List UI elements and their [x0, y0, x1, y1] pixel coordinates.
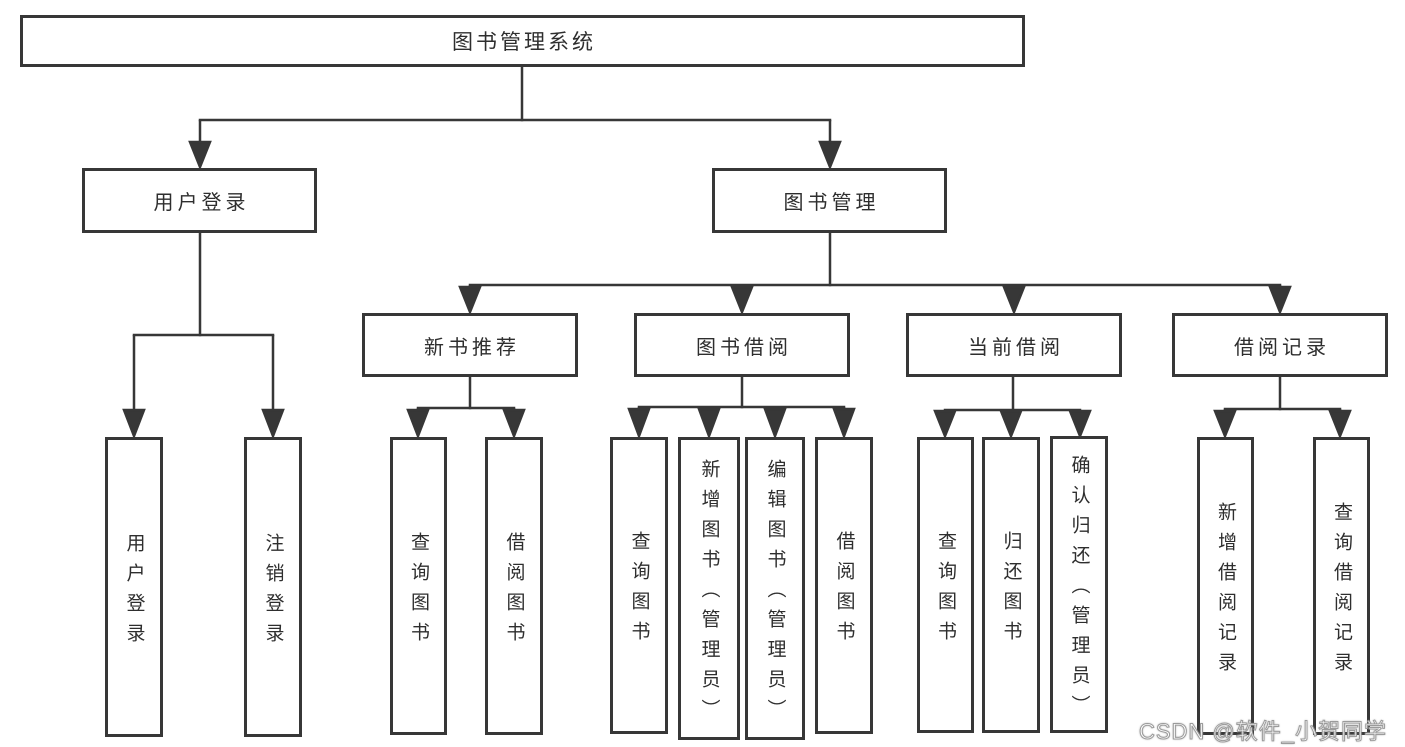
node-user-login-label: 用户登录 [153, 192, 250, 214]
leaf-logout-login-label: 注销登录 [262, 532, 284, 653]
node-book-borrowing-label: 图书借阅 [696, 336, 792, 359]
leaf-add-books-admin: 新增图书（管理员） [678, 437, 740, 740]
leaf-logout-login: 注销登录 [244, 437, 302, 737]
leaf-borrow-books-borrowing-label: 借阅图书 [833, 531, 855, 651]
csdn-watermark: CSDN @软件_小贺同学 [1138, 719, 1387, 745]
leaf-query-books-current-label: 查询图书 [935, 530, 956, 651]
leaf-query-books-recommend: 查询图书 [390, 437, 447, 735]
node-new-book-recommend-label: 新书推荐 [424, 336, 520, 359]
node-new-book-recommend: 新书推荐 [362, 313, 578, 377]
node-user-login: 用户登录 [82, 168, 317, 233]
leaf-return-books-label: 归还图书 [1000, 530, 1022, 651]
leaf-confirm-return-admin: 确认归还（管理员） [1050, 436, 1108, 733]
leaf-borrow-books-recommend-label: 借阅图书 [503, 531, 525, 652]
leaf-confirm-return-admin-label: 确认归还（管理员） [1068, 455, 1090, 725]
leaf-edit-books-admin-label: 编辑图书（管理员） [764, 459, 786, 729]
leaf-edit-books-admin: 编辑图书（管理员） [745, 437, 805, 740]
leaf-user-login: 用户登录 [105, 437, 163, 737]
leaf-query-books-recommend-label: 查询图书 [408, 531, 429, 652]
leaf-query-borrow-record-label: 查询借阅记录 [1331, 501, 1352, 682]
node-book-management-label: 图书管理 [783, 192, 880, 214]
leaf-query-books-current: 查询图书 [917, 437, 974, 733]
leaf-query-books-borrowing-label: 查询图书 [628, 531, 650, 651]
node-current-borrowing-label: 当前借阅 [968, 336, 1064, 359]
leaf-query-books-borrowing: 查询图书 [610, 437, 668, 734]
leaf-add-borrow-record: 新增借阅记录 [1197, 437, 1254, 735]
node-borrowing-records-label: 借阅记录 [1234, 336, 1330, 359]
node-library-system-label: 图书管理系统 [452, 31, 596, 54]
node-borrowing-records: 借阅记录 [1172, 313, 1388, 377]
leaf-return-books: 归还图书 [982, 437, 1040, 733]
leaf-user-login-label: 用户登录 [123, 532, 145, 653]
leaf-borrow-books-borrowing: 借阅图书 [815, 437, 873, 734]
leaf-add-borrow-record-label: 新增借阅记录 [1215, 501, 1236, 682]
leaf-query-borrow-record: 查询借阅记录 [1313, 437, 1370, 735]
node-current-borrowing: 当前借阅 [906, 313, 1122, 377]
leaf-add-books-admin-label: 新增图书（管理员） [698, 459, 720, 729]
node-book-borrowing: 图书借阅 [634, 313, 850, 377]
leaf-borrow-books-recommend: 借阅图书 [485, 437, 543, 735]
node-library-system: 图书管理系统 [20, 15, 1025, 67]
node-book-management: 图书管理 [712, 168, 947, 233]
